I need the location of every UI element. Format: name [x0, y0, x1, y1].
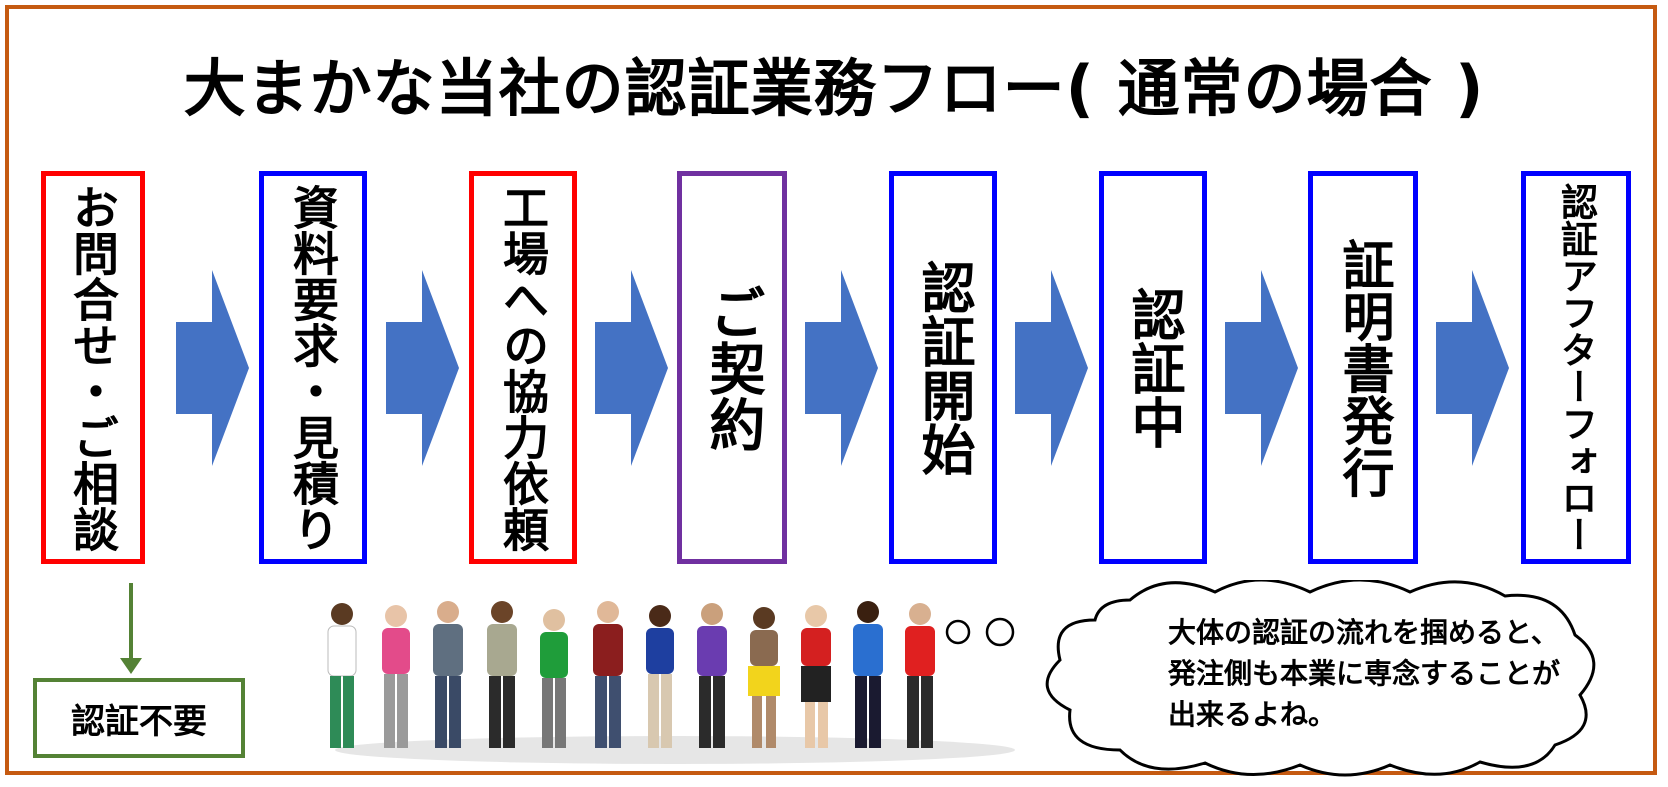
bubble-line: 発注側も本業に専念することが [1168, 657, 1561, 690]
person-figure [748, 607, 780, 748]
step-certificate-issue: 証明書発行 [1308, 171, 1418, 564]
person-figure [540, 609, 568, 748]
people-crowd-illustration [327, 601, 1015, 764]
step-label: 証明書発行 [1333, 237, 1393, 498]
person-figure [327, 603, 357, 748]
step-after-follow: 認証アフターフォロー [1521, 171, 1631, 564]
bubble-line: 大体の認証の流れを掴めると、 [1168, 616, 1559, 649]
person-figure [382, 605, 410, 748]
step-label: 認証開始 [912, 259, 975, 476]
bubble-text: 大体の認証の流れを掴めると、 発注側も本業に専念することが 出来るよね。 [1168, 612, 1608, 735]
person-figure [487, 601, 517, 748]
thought-dots-icon [945, 617, 1015, 647]
no-certification-box: 認証不要 [33, 678, 245, 758]
thought-bubble [1045, 580, 1596, 777]
flow-arrow-icon [1015, 270, 1088, 466]
flow-arrow-icon [1225, 270, 1298, 466]
bubble-line: 出来るよね。 [1168, 698, 1337, 731]
branch-arrow-line [129, 583, 133, 663]
step-inquiry: お問合せ・ご相談 [41, 171, 145, 564]
person-figure [801, 605, 831, 748]
person-figure [593, 601, 623, 748]
flow-arrow-icon [386, 270, 459, 466]
flow-arrow-icon [805, 270, 878, 466]
step-quote: 資料要求・見積り [259, 171, 367, 564]
person-figure [905, 603, 935, 748]
flow-arrow-icon [595, 270, 668, 466]
flow-arrow-icon [1436, 270, 1509, 466]
no-certification-label: 認証不要 [71, 701, 207, 742]
person-figure [433, 601, 463, 748]
step-factory-request: 工場への協力依頼 [469, 171, 577, 564]
step-label: 認証中 [1122, 286, 1185, 449]
person-figure [853, 601, 883, 748]
step-label: ご契約 [700, 283, 765, 452]
step-label: 工場への協力依頼 [496, 183, 550, 552]
step-label: 資料要求・見積り [286, 183, 340, 552]
step-label: お問合せ・ご相談 [66, 183, 120, 552]
person-figure [646, 605, 674, 748]
flow-arrow-icon [176, 270, 249, 466]
page-title: 大まかな当社の認証業務フロー( 通常の場合 ) [183, 52, 1485, 125]
step-contract: ご契約 [677, 171, 787, 564]
step-label: 認証アフターフォロー [1554, 182, 1598, 553]
outer-frame [5, 5, 1657, 775]
branch-arrow-head-icon [120, 658, 142, 674]
step-certification-start: 認証開始 [889, 171, 997, 564]
person-figure [697, 603, 727, 748]
step-certification-in-progress: 認証中 [1099, 171, 1207, 564]
